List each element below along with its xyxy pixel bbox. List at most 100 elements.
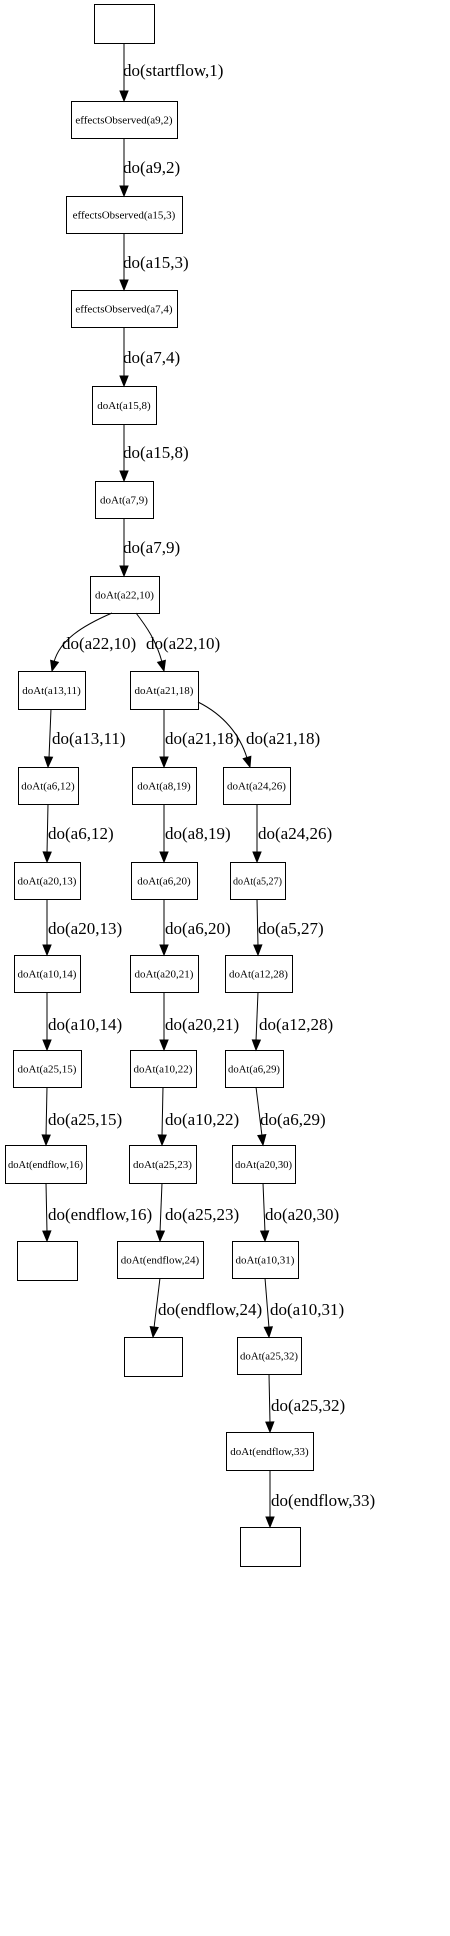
edge-label: do(a15,8) (123, 443, 189, 462)
edge-label: do(a20,30) (265, 1205, 339, 1224)
edge-line (159, 1182, 163, 1233)
node-label: doAt(a20,30) (235, 1159, 292, 1171)
edge-label: do(a22,10) (62, 634, 136, 653)
graph-node: effectsObserved(a9,2) (71, 101, 178, 139)
arrowhead-icon (42, 851, 52, 864)
graph-node: doAt(a10,31) (232, 1241, 299, 1279)
graph-edge: do(a7,9) (119, 518, 180, 578)
node-label: doAt(a24,26) (227, 781, 286, 793)
graph-edge: do(a6,29) (255, 1086, 326, 1147)
node-box (237, 1337, 302, 1375)
graph-edge: do(a6,20) (159, 899, 231, 957)
graph-edge: do(a12,28) (251, 991, 333, 1052)
node-label: doAt(a15,8) (97, 400, 151, 412)
node-box (5, 1145, 87, 1184)
node-label: doAt(a13,11) (22, 685, 81, 697)
arrowhead-icon (42, 1039, 52, 1052)
graph-node: doAt(a7,9) (95, 481, 154, 519)
graph-edge: do(a25,15) (41, 1086, 122, 1147)
edge-line (255, 991, 259, 1042)
arrowhead-icon (155, 1230, 166, 1243)
graph-edge: do(endflow,16) (42, 1182, 152, 1243)
node-label: doAt(a5,27) (233, 876, 282, 888)
node-label: doAt(a7,9) (100, 495, 148, 507)
graph-edge: do(a15,3) (119, 233, 189, 292)
graph-edge: do(a21,18) (197, 701, 320, 769)
node-label: doAt(endflow,16) (8, 1159, 83, 1171)
graph-node: doAt(endflow,33) (226, 1432, 314, 1471)
edge-label: do(a15,3) (123, 253, 189, 272)
edge-line (53, 612, 113, 663)
arrowhead-icon (156, 659, 166, 673)
node-label: doAt(a20,13) (18, 876, 77, 888)
graph-edge: do(a22,10) (50, 612, 136, 673)
graph-node: doAt(a10,22) (130, 1050, 197, 1088)
arrowhead-icon (119, 185, 129, 198)
node-label: doAt(endflow,24) (121, 1255, 200, 1267)
node-box (225, 955, 293, 993)
edge-label: do(a6,29) (260, 1110, 326, 1129)
arrowhead-icon (119, 470, 129, 483)
graph-edge: do(endflow,33) (265, 1470, 375, 1529)
graph-node-empty (17, 1241, 78, 1281)
node-label: doAt(a21,18) (135, 685, 194, 697)
graph-edge: do(a10,14) (42, 992, 122, 1052)
graph-node: doAt(a20,30) (232, 1145, 296, 1184)
arrowhead-icon (119, 90, 129, 103)
arrowhead-icon (119, 279, 129, 292)
edge-label: do(a6,20) (165, 919, 231, 938)
edge-label: do(startflow,1) (123, 61, 223, 80)
node-box (18, 671, 86, 710)
graph-node: doAt(a25,32) (237, 1337, 302, 1375)
node-box (18, 767, 79, 805)
node-label: doAt(a25,23) (133, 1159, 192, 1171)
edge-label: do(a10,31) (270, 1300, 344, 1319)
graph-node: doAt(endflow,16) (5, 1145, 87, 1184)
arrowhead-icon (265, 1516, 275, 1529)
graph-node: doAt(a15,8) (92, 386, 157, 425)
edge-label: do(a7,4) (123, 348, 180, 367)
node-box (71, 101, 178, 139)
arrowhead-icon (119, 375, 129, 388)
arrowhead-icon (119, 565, 129, 578)
graph-node: doAt(a12,28) (225, 955, 293, 993)
edge-line (45, 1182, 48, 1233)
graph-node: doAt(a22,10) (90, 576, 160, 614)
graph-node: doAt(a6,29) (225, 1050, 284, 1088)
node-box (14, 955, 81, 993)
graph-edge: do(a22,10) (135, 612, 220, 673)
arrowhead-icon (41, 1134, 51, 1147)
arrowhead-icon (253, 944, 263, 957)
edge-label: do(a21,18) (246, 729, 320, 748)
graph-node: doAt(a13,11) (18, 671, 86, 710)
node-box (71, 290, 178, 328)
node-label: doAt(a25,32) (240, 1351, 298, 1363)
node-box (94, 4, 155, 44)
node-box (130, 1050, 197, 1088)
edge-label: do(a20,21) (165, 1015, 239, 1034)
edge-line (255, 1086, 263, 1137)
edge-label: do(endflow,24) (158, 1300, 262, 1319)
graph-node: doAt(a5,27) (230, 862, 286, 900)
graph-edge: do(a8,19) (159, 804, 231, 864)
graph-node: doAt(a8,19) (132, 767, 197, 805)
node-label: effectsObserved(a15,3) (73, 210, 176, 222)
graph-edge: do(a25,32) (265, 1373, 345, 1434)
graph-edge: do(a9,2) (119, 138, 180, 198)
edge-label: do(a20,13) (48, 919, 122, 938)
edge-line (45, 1086, 48, 1137)
graph-edge: do(a20,21) (159, 992, 239, 1052)
graph-node: doAt(endflow,24) (117, 1241, 204, 1279)
edge-label: do(a25,23) (165, 1205, 239, 1224)
graph-node: effectsObserved(a15,3) (66, 196, 183, 234)
arrowhead-icon (257, 1134, 267, 1147)
node-box (13, 1050, 82, 1088)
edge-label: do(a6,12) (48, 824, 114, 843)
node-label: doAt(a10,31) (236, 1255, 295, 1267)
arrowhead-icon (159, 1039, 169, 1052)
arrowhead-icon (159, 851, 169, 864)
graph-edge: do(a5,27) (253, 898, 324, 957)
edge-label: do(a5,27) (258, 919, 324, 938)
arrowhead-icon (251, 1039, 262, 1052)
